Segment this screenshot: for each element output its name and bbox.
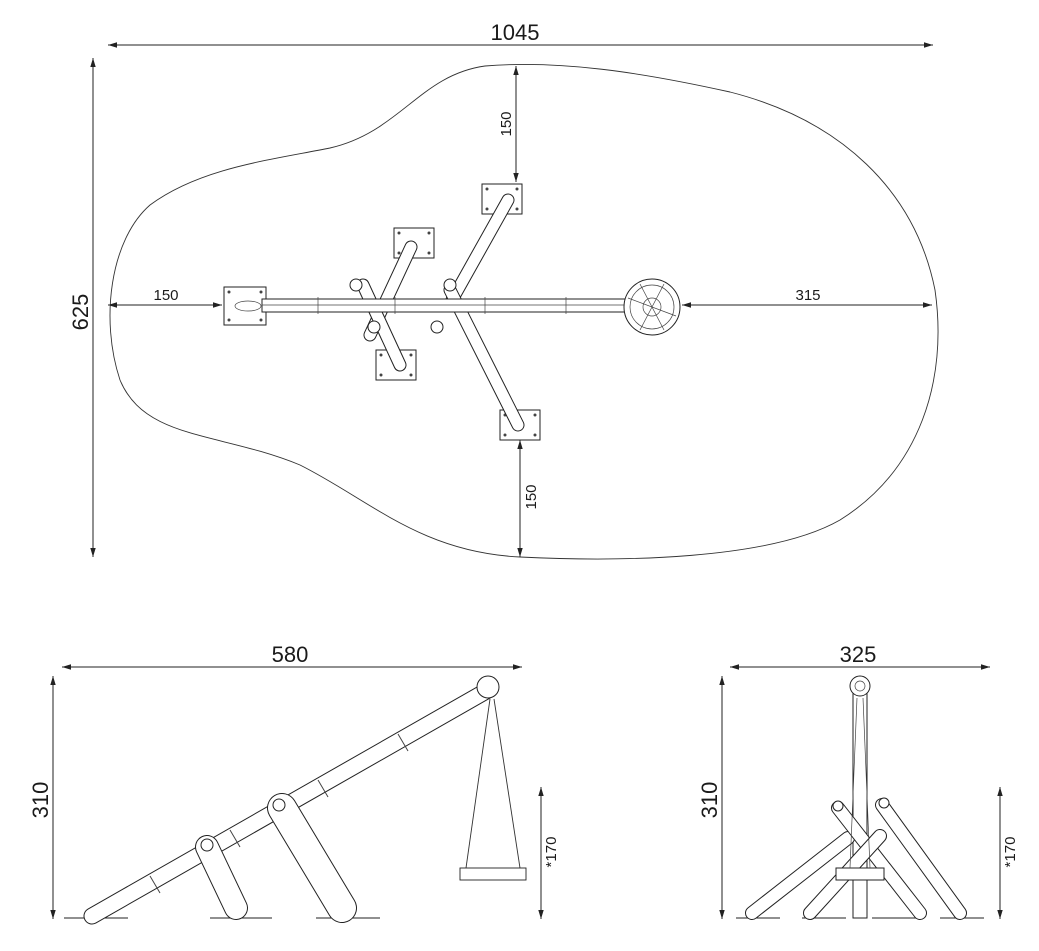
seat-plan <box>623 278 681 336</box>
dim-side-height: 310 <box>28 782 53 819</box>
dim-overall-width: 1045 <box>491 20 540 45</box>
front-view: 325 310 *170 <box>697 642 1019 920</box>
dim-side-seat-height: *170 <box>543 837 560 868</box>
main-beam-plan <box>261 278 641 334</box>
safety-area-outline <box>109 64 939 560</box>
dim-front-width: 325 <box>840 642 877 667</box>
side-view: 580 310 *170 <box>28 642 560 925</box>
dim-overall-depth: 625 <box>68 294 93 331</box>
side-main-beam <box>83 675 500 925</box>
dim-side-width: 580 <box>272 642 309 667</box>
plan-view: 1045 625 150 315 150 150 <box>68 20 939 560</box>
dim-clearance-left: 150 <box>153 287 178 304</box>
dim-clearance-right: 315 <box>795 287 820 304</box>
side-swing <box>459 698 527 881</box>
legs-plan <box>356 193 525 432</box>
dim-clearance-top: 150 <box>498 111 515 136</box>
dim-front-seat-height: *170 <box>1002 837 1019 868</box>
dim-front-height: 310 <box>697 782 722 819</box>
side-legs <box>195 793 357 923</box>
dim-clearance-bottom: 150 <box>523 484 540 509</box>
front-seat <box>835 697 885 881</box>
